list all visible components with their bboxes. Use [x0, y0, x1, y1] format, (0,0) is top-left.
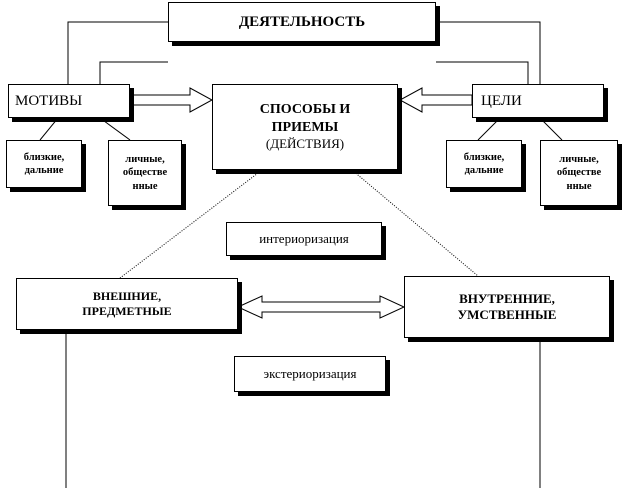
goals-personal-social-line2: обществе	[556, 167, 602, 179]
methods-label-line2: ПРИЕМЫ	[271, 119, 339, 135]
goals-personal-social-line3: нные	[566, 180, 592, 192]
motives-to-methods-arrow	[129, 87, 214, 113]
goals-near-far-line1: близкие,	[463, 151, 505, 163]
interiorization-label: интериоризация	[259, 230, 349, 246]
motives-personal-social-box: личные, обществе нные	[108, 140, 182, 206]
goals-label: ЦЕЛИ	[481, 92, 522, 109]
activity-outer-left-connector	[67, 21, 168, 84]
motives-box: МОТИВЫ	[8, 84, 130, 118]
activity-inner-left-connector	[99, 61, 168, 84]
activity-outer-right-connector	[436, 21, 541, 84]
activity-box: ДЕЯТЕЛЬНОСТЬ	[168, 2, 436, 42]
goals-personal-social-box: личные, обществе нные	[540, 140, 618, 206]
internal-label-line1: ВНУТРЕННИЕ,	[459, 290, 555, 306]
goals-near-far-box: близкие, дальние	[446, 140, 522, 188]
goals-to-near-far-line	[477, 117, 501, 141]
motives-near-far-line1: близкие,	[23, 151, 65, 163]
motives-personal-social-line2: обществе	[122, 167, 168, 179]
internal-box: ВНУТРЕННИЕ, УМСТВЕННЫЕ	[404, 276, 610, 338]
internal-label-line2: УМСТВЕННЫЕ	[457, 307, 557, 322]
motives-personal-social-line3: нные	[132, 180, 158, 192]
methods-label-line1: СПОСОБЫ И	[259, 102, 351, 118]
motives-label: МОТИВЫ	[15, 92, 83, 109]
motives-to-personal-social-line	[99, 117, 131, 141]
goals-personal-social-line1: личные,	[559, 154, 599, 166]
external-label-line2: ПРЕДМЕТНЫЕ	[82, 304, 172, 318]
external-label-line1: ВНЕШНИЕ,	[92, 289, 162, 303]
external-box: ВНЕШНИЕ, ПРЕДМЕТНЫЕ	[16, 278, 238, 330]
motives-near-far-box: близкие, дальние	[6, 140, 82, 188]
interiorization-box: интериоризация	[226, 222, 382, 256]
exteriorization-box: экстериоризация	[234, 356, 386, 392]
goals-box: ЦЕЛИ	[472, 84, 604, 118]
motives-personal-social-line1: личные,	[125, 154, 165, 166]
motives-to-near-far-line	[39, 117, 59, 141]
activity-inner-right-connector	[436, 61, 529, 84]
methods-label-line3: (ДЕЙСТВИЯ)	[265, 136, 345, 152]
goals-to-methods-arrow	[398, 87, 473, 113]
goals-near-far-line2: дальние	[464, 165, 504, 176]
external-internal-double-arrow	[236, 295, 406, 319]
methods-box: СПОСОБЫ И ПРИЕМЫ (ДЕЙСТВИЯ)	[212, 84, 398, 170]
activity-label: ДЕЯТЕЛЬНОСТЬ	[238, 13, 366, 30]
goals-to-personal-social-line	[539, 117, 563, 141]
motives-near-far-line2: дальние	[24, 165, 64, 176]
exteriorization-label: экстериоризация	[263, 365, 357, 381]
